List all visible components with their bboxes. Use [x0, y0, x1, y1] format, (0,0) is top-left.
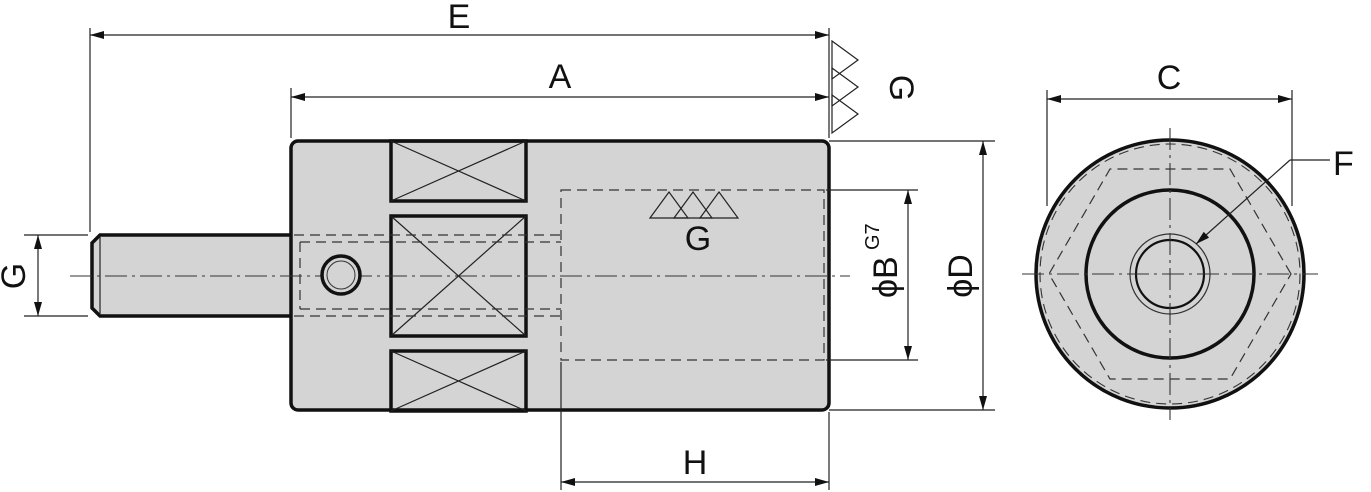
label-D: ϕD: [942, 254, 980, 298]
label-B-tolerance: G7: [862, 223, 884, 250]
label-G-left: G: [0, 263, 33, 289]
cross-hole: [320, 254, 362, 296]
label-F: F: [1333, 145, 1354, 183]
label-C: C: [1157, 59, 1182, 97]
label-E: E: [448, 0, 471, 36]
leader-F-arrow: [1195, 159, 1291, 245]
end-hidden-hex: [1048, 168, 1292, 380]
wrench-flat-top: [389, 139, 528, 203]
hidden-bore: [560, 189, 825, 361]
label-H: H: [683, 444, 708, 482]
label-G-top: G: [882, 75, 920, 101]
label-B-group: ϕB G7: [862, 223, 905, 298]
thread-symbol-top: [831, 39, 860, 135]
label-B: ϕB: [867, 256, 905, 298]
thread-symbol-inner: [648, 190, 740, 219]
cross-hole-inner: [326, 260, 356, 290]
wrench-flat-bottom: [389, 349, 528, 413]
dimension-lines: [34, 31, 987, 486]
side-view: G: [70, 139, 850, 413]
label-A: A: [549, 58, 572, 96]
label-G-inner: G: [685, 220, 711, 258]
end-view: C F: [1022, 59, 1354, 420]
